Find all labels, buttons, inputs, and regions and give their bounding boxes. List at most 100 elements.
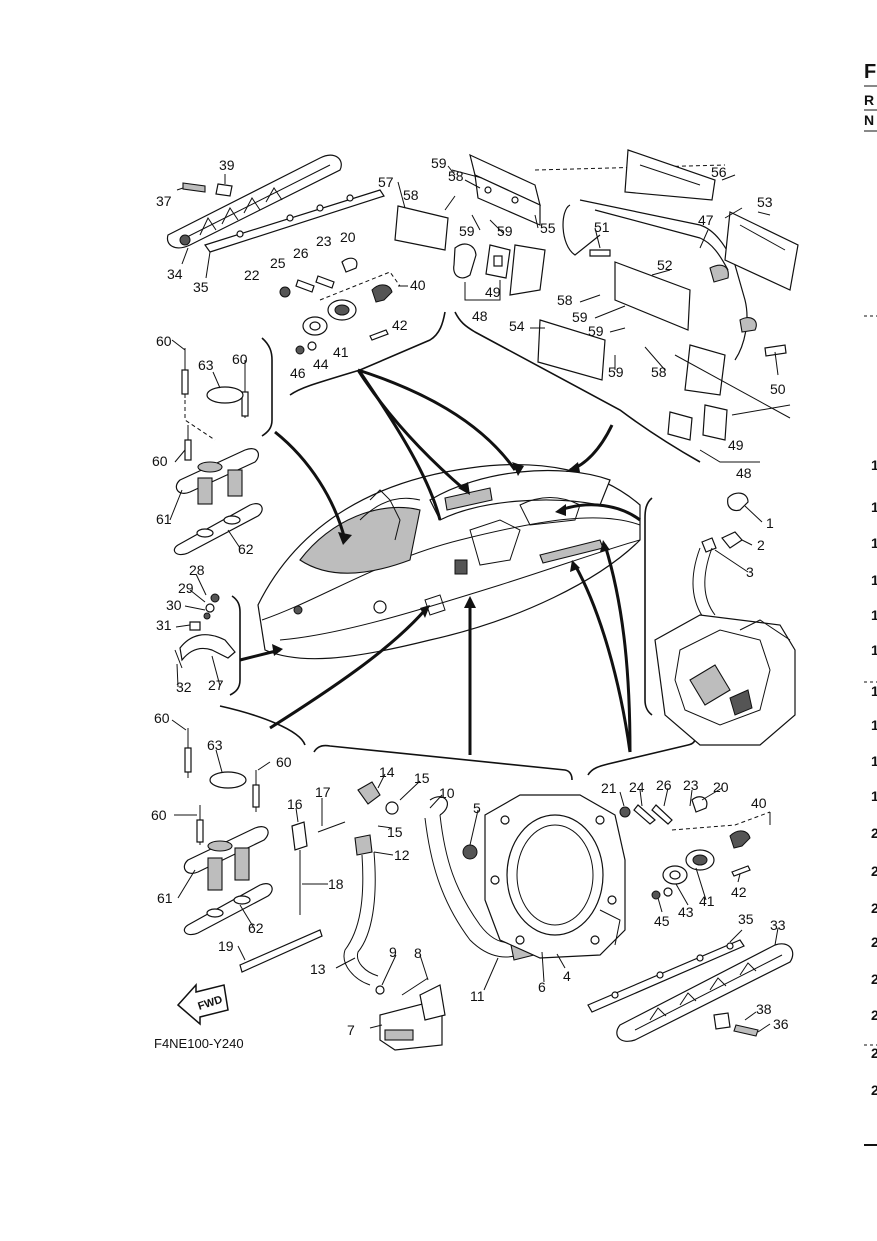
- callout-label: 41: [333, 344, 349, 360]
- callout-label: 9: [389, 944, 397, 960]
- callout-numbers: 39 37 34 35 23 20 26 25 22 40 42 41 44 4…: [151, 155, 789, 1038]
- callout-label: 38: [756, 1001, 772, 1017]
- callout-label: 62: [248, 920, 264, 936]
- callout-label: 19: [218, 938, 234, 954]
- bracket-hardware-bottom: [619, 796, 771, 900]
- edge-row-mark: 2: [871, 825, 877, 841]
- callout-label: 33: [770, 917, 786, 933]
- callout-label: 27: [208, 677, 224, 693]
- fwd-direction-arrow: FWD: [176, 983, 229, 1026]
- grab-rail-assembly-bottom: [587, 939, 794, 1042]
- callout-label: 11: [470, 988, 485, 1004]
- edge-row-mark: 1: [871, 499, 877, 515]
- edge-row-mark: 2: [871, 863, 877, 879]
- callout-label: 43: [678, 904, 694, 920]
- callout-label: 48: [472, 308, 488, 324]
- callout-label: 28: [189, 562, 205, 578]
- leader-lines: [169, 165, 779, 1033]
- jet-nozzle-assembly: [654, 492, 796, 746]
- callout-label: 58: [403, 187, 419, 203]
- callout-label: 25: [270, 255, 286, 271]
- callout-label: 36: [773, 1016, 789, 1032]
- callout-label: 14: [379, 764, 395, 780]
- callout-label: 61: [156, 511, 172, 527]
- callout-label: 23: [683, 777, 699, 793]
- callout-label: 58: [651, 364, 667, 380]
- edge-row-mark: 1: [871, 683, 877, 699]
- callout-label: 4: [563, 968, 571, 984]
- callout-label: 31: [156, 617, 172, 633]
- callout-label: 6: [538, 979, 546, 995]
- callout-label: 59: [572, 309, 588, 325]
- callout-label: 59: [588, 323, 604, 339]
- mount-set-lower: [183, 728, 273, 936]
- callout-label: 49: [728, 437, 744, 453]
- callout-label: 60: [151, 807, 167, 823]
- diagram-code: F4NE100-Y240: [154, 1036, 244, 1051]
- edge-letter-f: F: [864, 61, 876, 83]
- callout-label: 18: [328, 876, 344, 892]
- edge-row-mark: 2: [871, 1082, 877, 1098]
- edge-row-mark: 1: [871, 753, 877, 769]
- callout-label: 58: [448, 168, 464, 184]
- callout-label: 52: [657, 257, 673, 273]
- callout-label: 32: [176, 679, 192, 695]
- edge-row-mark: 1: [871, 572, 877, 588]
- callout-label: 59: [431, 155, 447, 171]
- callout-label: 60: [152, 453, 168, 469]
- callout-label: 48: [736, 465, 752, 481]
- edge-row-mark: 2: [871, 934, 877, 950]
- edge-row-mark: 2: [871, 900, 877, 916]
- callout-label: 29: [178, 580, 194, 596]
- callout-label: 63: [207, 737, 223, 753]
- callout-label: 45: [654, 913, 670, 929]
- assembly-arrows: [239, 368, 641, 755]
- callout-label: 7: [347, 1022, 355, 1038]
- exhaust-cover-assembly: [394, 149, 799, 463]
- callout-label: 23: [316, 233, 332, 249]
- callout-label: 22: [244, 267, 260, 283]
- callout-label: 57: [378, 174, 394, 190]
- edge-row-mark: 2: [871, 1045, 877, 1061]
- callout-label: 1: [766, 515, 774, 531]
- watercraft-hull: [257, 464, 641, 660]
- edge-row-mark: 2: [871, 1007, 877, 1023]
- pump-housing: [484, 794, 626, 959]
- callout-label: 58: [557, 292, 573, 308]
- callout-label: 40: [751, 795, 767, 811]
- callout-label: 54: [509, 318, 525, 334]
- callout-label: 16: [287, 796, 303, 812]
- bracket-hardware-top: [279, 257, 408, 355]
- clamp-hardware: [174, 593, 236, 669]
- callout-label: 30: [166, 597, 182, 613]
- callout-label: 35: [193, 279, 209, 295]
- callout-label: 46: [290, 365, 306, 381]
- edge-letter-n: N: [864, 112, 874, 128]
- callout-label: 49: [485, 284, 501, 300]
- callout-label: 60: [232, 351, 248, 367]
- callout-label: 20: [340, 229, 356, 245]
- callout-label: 42: [731, 884, 747, 900]
- callout-label: 55: [540, 220, 556, 236]
- callout-label: 12: [394, 847, 410, 863]
- hose-assembly: [239, 781, 562, 1051]
- callout-label: 51: [594, 219, 610, 235]
- callout-label: 44: [313, 356, 329, 372]
- edge-letter-r: R: [864, 92, 874, 108]
- callout-label: 35: [738, 911, 754, 927]
- callout-label: 62: [238, 541, 254, 557]
- callout-label: 53: [757, 194, 773, 210]
- page-edge: F R N 1 1 1 1 1 1 1 1 1 1 2 2 2 2 2 2 2 …: [864, 61, 877, 1146]
- grab-rail-assembly-top: [166, 154, 385, 279]
- callout-label: 60: [276, 754, 292, 770]
- callout-label: 26: [293, 245, 309, 261]
- edge-row-mark: 1: [871, 717, 877, 733]
- callout-label: 34: [167, 266, 183, 282]
- callout-label: 15: [387, 824, 403, 840]
- callout-label: 15: [414, 770, 430, 786]
- callout-label: 60: [154, 710, 170, 726]
- callout-label: 41: [699, 893, 715, 909]
- callout-label: 20: [713, 779, 729, 795]
- callout-label: 59: [608, 364, 624, 380]
